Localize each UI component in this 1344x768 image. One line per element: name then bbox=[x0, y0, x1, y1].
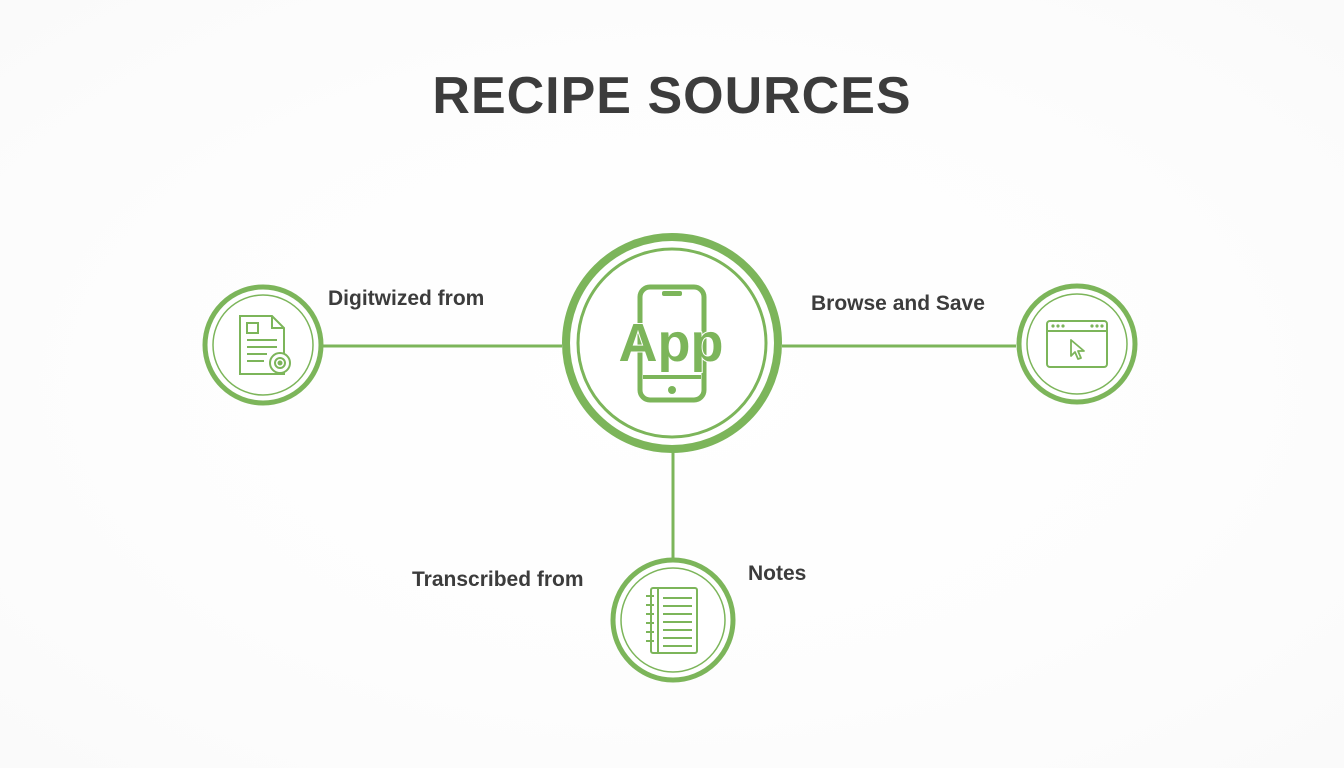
scanned-document-icon bbox=[239, 315, 291, 375]
node-browse bbox=[1016, 283, 1138, 405]
hub-inner-ring bbox=[576, 247, 768, 439]
node-digitized-label: Digitwized from bbox=[328, 287, 485, 310]
node-notes-label: Notes bbox=[748, 562, 807, 585]
hub-label: App bbox=[619, 313, 724, 373]
browser-window-cursor-icon bbox=[1046, 320, 1108, 368]
node-digitized bbox=[202, 284, 324, 406]
node-transcribed-inner-ring bbox=[620, 567, 726, 673]
node-transcribed bbox=[610, 557, 736, 683]
hub-node: App bbox=[562, 233, 782, 453]
notebook-icon bbox=[646, 587, 698, 654]
node-transcribed-outer-ring bbox=[610, 557, 736, 683]
node-digitized-inner-ring bbox=[212, 294, 314, 396]
node-browse-label: Browse and Save bbox=[811, 292, 985, 315]
node-browse-inner-ring bbox=[1026, 293, 1128, 395]
smartphone-icon bbox=[637, 284, 707, 403]
diagram-title: RECIPE SOURCES bbox=[432, 67, 912, 125]
hub-outer-ring bbox=[562, 233, 782, 453]
node-transcribed-label: Transcribed from bbox=[412, 568, 584, 591]
node-digitized-outer-ring bbox=[202, 284, 324, 406]
